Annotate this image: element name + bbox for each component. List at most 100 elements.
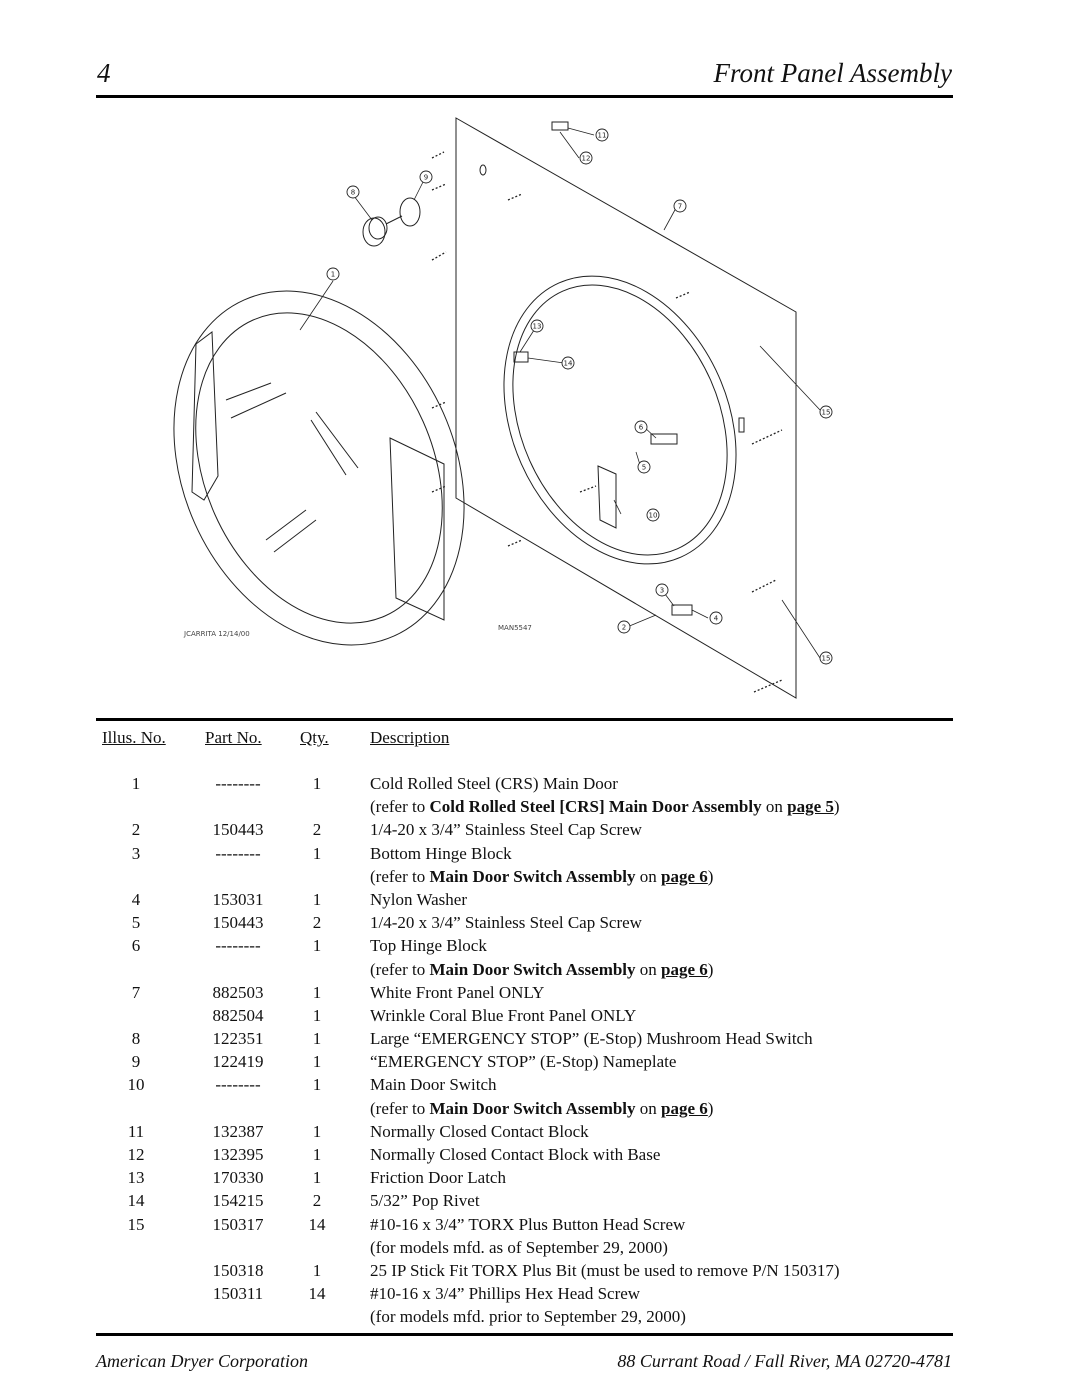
callout-circle [819, 405, 833, 419]
callout-label: 6 [639, 424, 644, 432]
ref-prefix: (refer to [370, 866, 430, 886]
callout-label: 7 [678, 203, 682, 211]
part-number: 122351 [212, 1029, 264, 1049]
description: Cold Rolled Steel (CRS) Main Door [370, 774, 618, 793]
reference-note: (refer to Main Door Switch Assembly on p… [370, 958, 713, 981]
callout-circle [655, 583, 669, 597]
quantity: 1 [312, 1145, 322, 1164]
ref-mid: on [635, 1098, 662, 1118]
ref-prefix: (refer to [370, 797, 430, 817]
table-row: (for models mfd. as of September 29, 200… [0, 1236, 1080, 1259]
description: Normally Closed Contact Block with Base [370, 1145, 661, 1164]
callout-label: 5 [642, 464, 646, 472]
illus-number: 4 [131, 889, 141, 909]
description: Normally Closed Contact Block [370, 1121, 589, 1141]
page-number: 4 [97, 58, 111, 88]
illus-number: 10 [127, 1075, 145, 1095]
quantity: 1 [312, 889, 322, 909]
illus-number: 2 [131, 820, 141, 840]
table-row: 4 153031 1 Nylon Washer [0, 888, 1080, 911]
illus-number: 13 [127, 1168, 145, 1188]
callout-circle [595, 128, 609, 142]
illus-number: 11 [127, 1121, 145, 1141]
illus-number: 14 [127, 1191, 145, 1211]
description: Bottom Hinge Block [370, 843, 512, 863]
part-number: 132387 [212, 1121, 264, 1141]
footer-address: 88 Currant Road / Fall River, MA 02720-4… [617, 1351, 952, 1371]
ref-mid: on [635, 959, 662, 979]
table-row: (refer to Main Door Switch Assembly on p… [0, 865, 1080, 888]
quantity: 1 [312, 1052, 322, 1072]
part-number: -------- [215, 843, 261, 863]
table-row: (refer to Cold Rolled Steel [CRS] Main D… [0, 795, 1080, 818]
quantity: 14 [308, 1214, 326, 1234]
callout-label: 9 [424, 174, 428, 182]
description: (for models mfd. prior to September 29, … [370, 1307, 686, 1327]
illus-number: 6 [131, 936, 141, 956]
description: Large “EMERGENCY STOP” (E-Stop) Mushroom… [370, 1029, 813, 1049]
description: Nylon Washer [370, 889, 467, 909]
part-number: 150311 [212, 1284, 264, 1304]
illus-number: 1 [131, 774, 141, 793]
ref-page-link[interactable]: page 6 [661, 866, 708, 886]
quantity: 1 [312, 774, 322, 793]
ref-page-link[interactable]: page 6 [661, 959, 708, 979]
ref-mid: on [635, 866, 662, 886]
illus-number: 9 [131, 1052, 141, 1072]
callout-label: 13 [533, 323, 542, 331]
part-number: 122419 [212, 1052, 264, 1072]
callout-circle [326, 267, 340, 281]
quantity: 1 [312, 1121, 322, 1141]
callout-label: 8 [351, 189, 355, 197]
ref-page-link[interactable]: page 6 [661, 1098, 708, 1118]
part-number: 170330 [212, 1168, 264, 1188]
part-number: 150317 [212, 1214, 264, 1234]
part-number: 150318 [212, 1260, 264, 1280]
ref-suffix: ) [833, 797, 840, 817]
callout-label: 14 [564, 360, 573, 368]
quantity: 1 [312, 1075, 322, 1095]
callout-circle [579, 151, 593, 165]
reference-note: (refer to Main Door Switch Assembly on p… [370, 1097, 713, 1120]
illus-number: 15 [127, 1214, 145, 1234]
table-row: (for models mfd. prior to September 29, … [0, 1305, 1080, 1328]
drawing-note-left: JCARRITA 12/14/00 [183, 630, 250, 638]
part-number: 153031 [212, 889, 264, 909]
callout-circle [637, 460, 651, 474]
illus-number: 12 [127, 1145, 145, 1164]
illus-number: 5 [131, 913, 141, 933]
description: Main Door Switch [370, 1075, 497, 1095]
ref-suffix: ) [707, 959, 714, 979]
ref-prefix: (refer to [370, 1098, 430, 1118]
callout-circle [709, 611, 723, 625]
description: 25 IP Stick Fit TORX Plus Bit (must be u… [370, 1260, 840, 1280]
footer-rule [96, 1333, 953, 1336]
quantity: 1 [312, 843, 322, 863]
header-rule [96, 95, 953, 98]
ref-title: Main Door Switch Assembly [429, 959, 636, 979]
part-number: -------- [215, 1075, 261, 1095]
quantity: 1 [312, 1168, 322, 1188]
table-row: 10 -------- 1 Main Door Switch [0, 1073, 1080, 1096]
table-row: (refer to Main Door Switch Assembly on p… [0, 958, 1080, 981]
callout-circle [561, 356, 575, 370]
ref-page-link[interactable]: page 5 [787, 797, 834, 817]
col-header-part: Part No. [205, 728, 262, 747]
quantity: 2 [312, 1191, 322, 1211]
callout-label: 4 [714, 615, 719, 623]
ref-suffix: ) [707, 1098, 714, 1118]
description: White Front Panel ONLY [370, 982, 545, 1002]
part-number: 154215 [212, 1191, 264, 1211]
callout-circle [530, 319, 544, 333]
footer-company: American Dryer Corporation [96, 1351, 308, 1371]
callout-label: 1 [331, 271, 335, 279]
